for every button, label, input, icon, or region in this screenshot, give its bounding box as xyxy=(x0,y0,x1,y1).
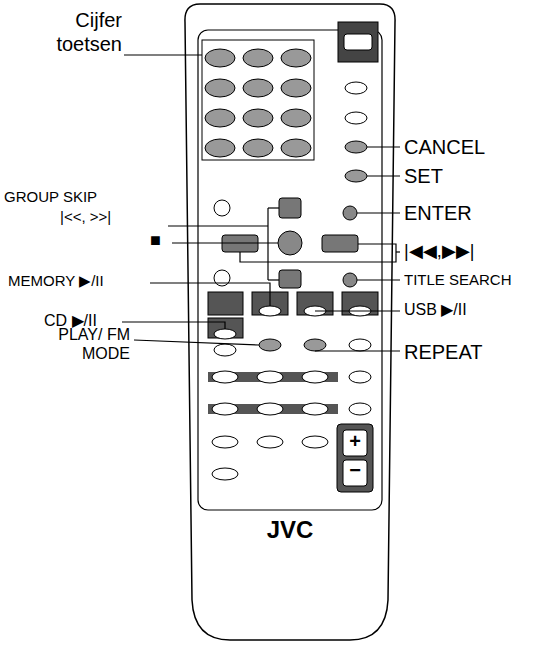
callout-label: REPEAT xyxy=(404,340,483,364)
callout-label: MEMORY ▶/II xyxy=(8,272,104,290)
callout-label: USB ▶/II xyxy=(404,300,467,319)
callout-label: SET xyxy=(404,164,443,188)
callout-label: Cijfer toetsen xyxy=(40,8,122,56)
callout-label: PLAY/ FM MODE xyxy=(40,325,130,363)
callout-label: GROUP SKIP xyxy=(4,188,97,206)
callout-label: CANCEL xyxy=(404,135,485,159)
callout-label: TITLE SEARCH xyxy=(404,271,512,289)
callout-label: |◀◀,▶▶| xyxy=(404,241,474,263)
brand-logo: JVC xyxy=(267,516,314,545)
button-symbol: − xyxy=(348,458,362,482)
callout-label: ENTER xyxy=(404,201,472,225)
button-symbol: + xyxy=(348,429,362,453)
callout-label: ■ xyxy=(150,230,161,252)
callout-label: |<<, >>| xyxy=(60,208,111,226)
